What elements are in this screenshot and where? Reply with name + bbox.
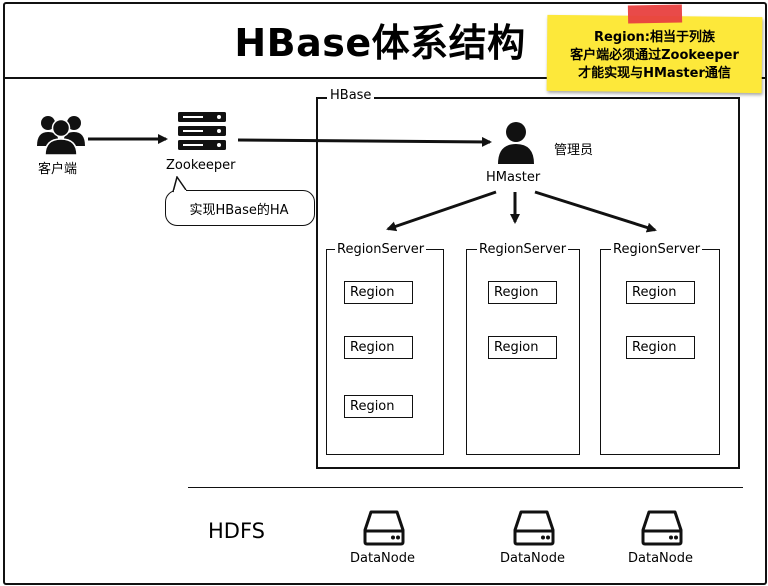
client-label: 客户端 xyxy=(38,162,78,177)
datanode-2-label: DataNode xyxy=(500,551,565,566)
server-rack-icon xyxy=(178,112,226,150)
hard-drive-icon xyxy=(641,510,683,546)
diagram-frame xyxy=(3,2,767,585)
arrow-hmaster-to-rs1 xyxy=(386,190,497,232)
title-divider xyxy=(5,77,765,79)
arrow-hmaster-to-rs3 xyxy=(534,190,657,233)
region-1-1: Region xyxy=(344,281,413,304)
region-3-2: Region xyxy=(626,336,695,359)
note-line-2: 客户端必须通过Zookeeper xyxy=(570,48,739,63)
hard-drive-icon xyxy=(363,510,405,546)
zookeeper-callout-text: 实现HBase的HA xyxy=(189,203,289,218)
hdfs-label: HDFS xyxy=(208,519,266,543)
region-3-1: Region xyxy=(626,281,695,304)
zookeeper-label: Zookeeper xyxy=(166,158,236,173)
region-1-2: Region xyxy=(344,336,413,359)
admin-user-icon xyxy=(498,122,534,164)
hbase-label: HBase xyxy=(327,88,375,103)
zookeeper-callout-bubble xyxy=(165,190,315,226)
datanode-3-label: DataNode xyxy=(628,551,693,566)
hdfs-divider xyxy=(188,487,743,488)
hbase-container xyxy=(316,97,740,469)
sticky-note-text: Region:相当于列族 客户端必须通过Zookeeper 才能实现与HMast… xyxy=(547,29,762,83)
datanode-1-label: DataNode xyxy=(350,551,415,566)
region-server-1-label: RegionServer xyxy=(335,242,427,257)
region-1-3: Region xyxy=(344,395,413,418)
region-2-2: Region xyxy=(488,336,557,359)
hmaster-label: HMaster xyxy=(486,170,541,185)
arrow-zookeeper-to-hmaster xyxy=(237,136,492,147)
callout-tail xyxy=(172,176,187,194)
page-title: HBase体系结构 xyxy=(234,21,526,65)
note-line-3: 才能实现与HMaster通信 xyxy=(578,66,731,81)
region-server-2-label: RegionServer xyxy=(477,242,569,257)
region-server-3-label: RegionServer xyxy=(611,242,703,257)
hmaster-role: 管理员 xyxy=(554,143,594,158)
region-2-1: Region xyxy=(488,281,557,304)
hard-drive-icon xyxy=(513,510,555,546)
users-icon xyxy=(37,116,85,156)
note-line-1: Region:相当于列族 xyxy=(594,30,715,45)
